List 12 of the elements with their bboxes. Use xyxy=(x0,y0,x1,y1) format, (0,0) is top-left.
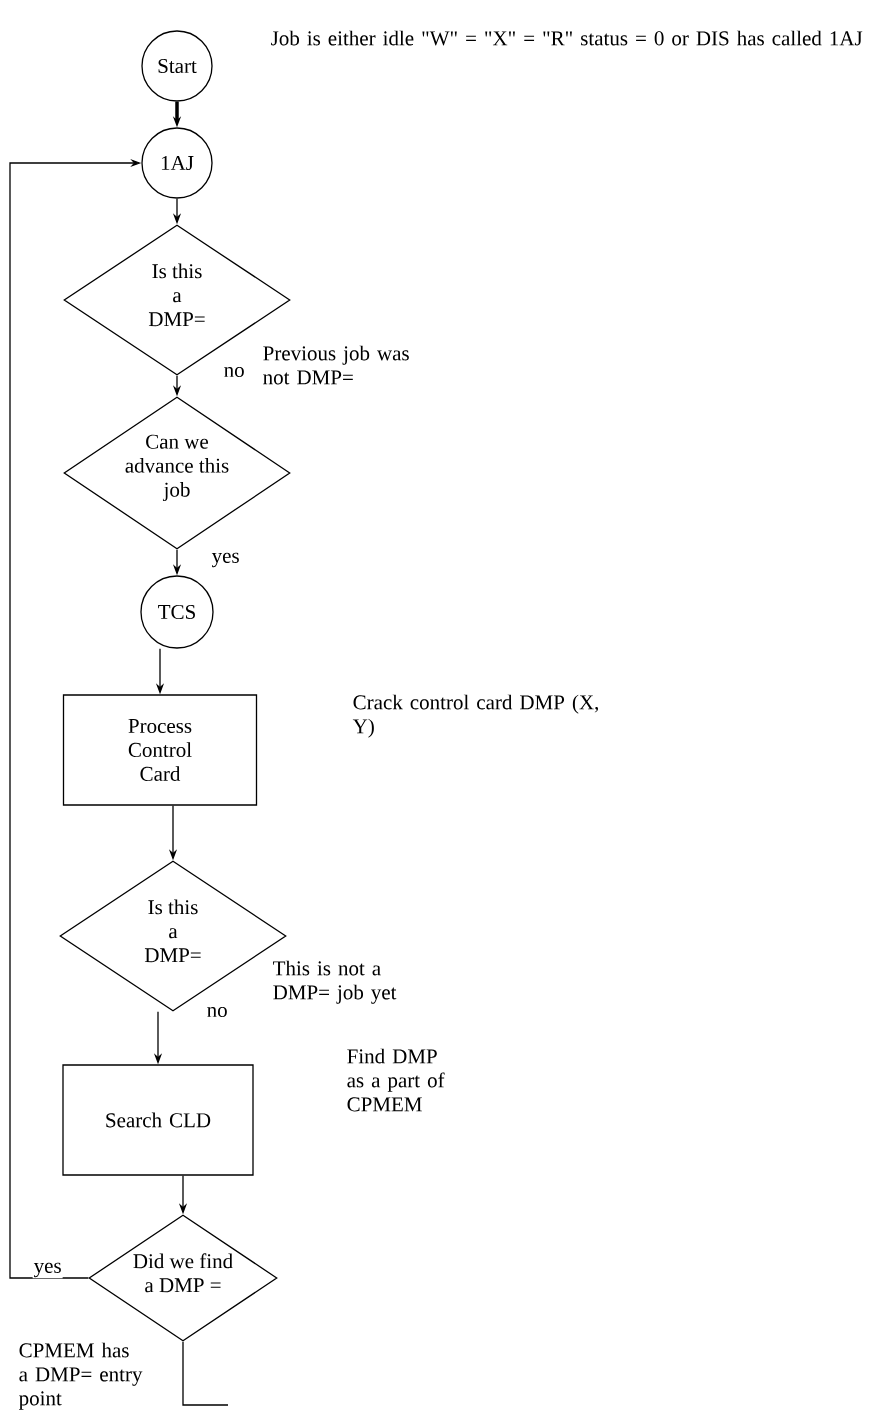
edge-label: no xyxy=(205,1005,229,1019)
note-text: Find DMP as a part of CPMEM xyxy=(347,1048,445,1112)
edge-label: no xyxy=(222,365,246,379)
note-text: Job is either idle "W" = "X" = "R" status = 0 or DIS has called 1AJ xyxy=(271,30,863,46)
note-text: This is not a DMP= job yet xyxy=(273,960,397,1004)
note-text: Crack control card DMP (X, Y) xyxy=(352,694,598,738)
edge-label: yes xyxy=(32,1261,63,1279)
process-box: Process Control Card xyxy=(62,694,258,806)
note-text: CPMEM has a DMP= entry point xyxy=(19,1342,143,1410)
edge-label: yes xyxy=(210,551,241,569)
process-box: Search CLD xyxy=(62,1064,254,1176)
note-text: Previous job was not DMP= xyxy=(263,345,409,385)
